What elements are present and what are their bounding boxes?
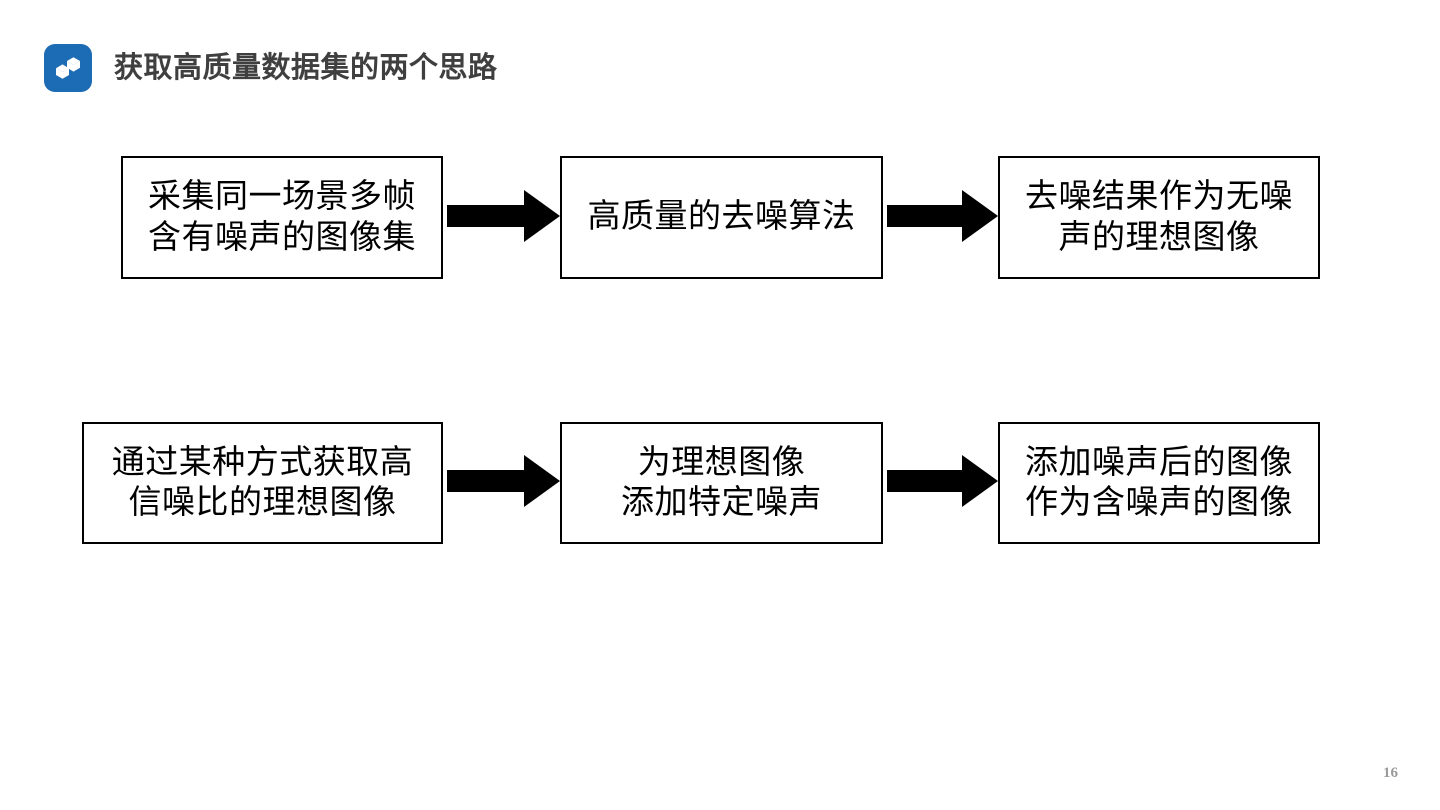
arrow-shaft xyxy=(447,205,525,227)
arrow-head-icon xyxy=(962,455,998,507)
flow-arrow-right xyxy=(887,455,998,507)
flow-node-line: 采集同一场景多帧 xyxy=(148,179,416,216)
flow-node-line: 作为含噪声的图像 xyxy=(1025,485,1293,521)
flow-node-denoised-as-clean: 去噪结果作为无噪 声的理想图像 xyxy=(998,156,1320,279)
arrow-shaft xyxy=(447,470,525,492)
flow-node-add-synthetic-noise: 为理想图像 添加特定噪声 xyxy=(560,422,883,544)
arrow-head-icon xyxy=(962,190,998,242)
flow-arrow-right xyxy=(447,455,560,507)
flow-node-line: 添加噪声后的图像 xyxy=(1025,444,1293,481)
flow-node-line: 添加特定噪声 xyxy=(621,485,822,521)
flow-arrow-right xyxy=(447,190,560,242)
flow-node-noisy-output: 添加噪声后的图像 作为含噪声的图像 xyxy=(998,422,1320,544)
flow-node-line: 声的理想图像 xyxy=(1058,219,1260,256)
flow-node-line: 通过某种方式获取高 xyxy=(111,444,414,481)
flow-node-line: 去噪结果作为无噪 xyxy=(1025,179,1293,216)
arrow-shaft xyxy=(887,470,963,492)
page-number: 16 xyxy=(1383,765,1398,781)
slide-header: 获取高质量数据集的两个思路 xyxy=(44,44,498,92)
flow-node-line: 高质量的去噪算法 xyxy=(587,199,856,236)
arrow-head-icon xyxy=(524,455,560,507)
flow-arrow-right xyxy=(887,190,998,242)
flow-node-collect-noisy-frames: 采集同一场景多帧 含有噪声的图像集 xyxy=(121,156,443,279)
flow-node-line: 含有噪声的图像集 xyxy=(148,219,416,256)
flow-node-line: 信噪比的理想图像 xyxy=(128,485,397,521)
arrow-shaft xyxy=(887,205,963,227)
arrow-head-icon xyxy=(524,190,560,242)
flow-node-acquire-high-snr: 通过某种方式获取高 信噪比的理想图像 xyxy=(82,422,443,544)
flow-node-denoise-algorithm: 高质量的去噪算法 xyxy=(560,156,883,279)
page-title: 获取高质量数据集的两个思路 xyxy=(114,51,498,84)
stylized-s-logo-icon xyxy=(44,44,92,92)
flow-node-line: 为理想图像 xyxy=(637,444,806,481)
